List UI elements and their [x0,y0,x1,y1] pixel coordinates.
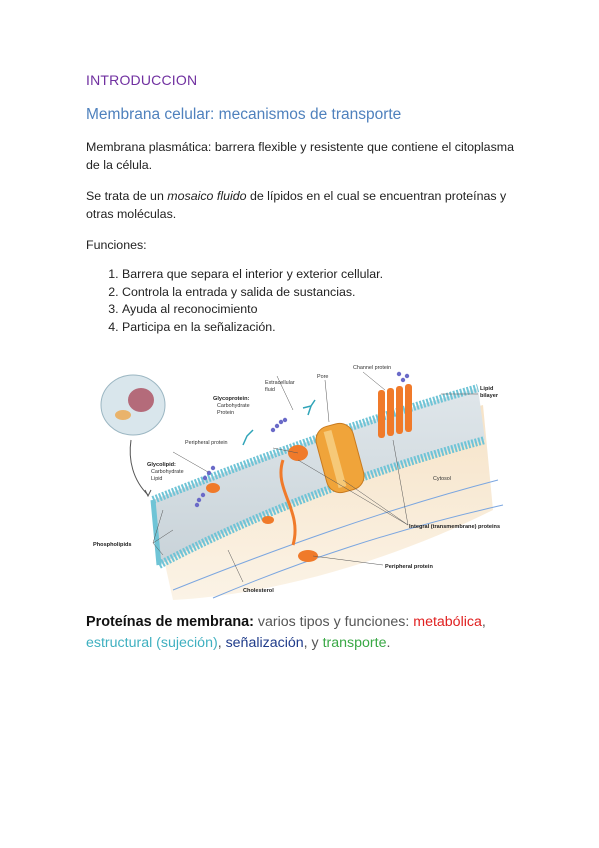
protein-blob [206,483,220,493]
label-glycolipid: Glycolipid: [147,462,176,468]
separator: , [481,614,486,630]
cell-membrane-figure: Extracellular fluid Pore Channel protein… [93,360,513,602]
membrane-proteins-intro: varios tipos y funciones: [253,614,414,630]
label-integral-proteins: Integral (transmembrane) proteins [409,524,500,530]
filament-line [172,479,499,591]
label-pore: Pore [317,374,328,380]
function-metabolic: metabólica [413,614,482,630]
list-item: Controla la entrada y salida de sustanci… [122,284,522,302]
function-transport: transporte [322,635,387,651]
label-lipid-bilayer-2: bilayer [480,393,499,399]
protein-blob [262,516,274,524]
inner-head-layer [157,436,487,569]
list-item: Barrera que separa el interior y exterio… [122,266,522,284]
function-signaling: señalización [225,635,304,651]
label-phospholipids: Phospholipids [93,542,132,548]
membrane-proteins-label: Proteínas de membrana: [86,614,254,630]
functions-label: Funciones: [86,238,147,252]
label-peripheral-protein-bottom: Peripheral protein [385,564,433,570]
label-peripheral-protein-top: Peripheral protein [185,440,228,446]
sentence-end: . [386,635,391,651]
outer-head-layer [151,384,480,504]
nucleus-shape [128,388,154,412]
label-glycoprotein: Glycoprotein: [213,396,249,402]
label-glycoprotein-carb: Carbohydrate [217,403,250,409]
label-cytosol: Cytosol [433,476,451,482]
label-glycolipid-carb: Carbohydrate [151,469,184,475]
document-heading: INTRODUCCION [86,72,198,88]
paragraph-fluid-mosaic-emphasis: mosaico fluido [167,189,247,203]
list-item: Participa en la señalización. [122,319,522,337]
separator: , [217,635,226,651]
separator: , y [303,635,323,651]
label-lipid-bilayer: Lipid [480,386,494,392]
carbohydrate-branches [242,399,316,446]
zoom-arrow-head [144,489,152,498]
paragraph-fluid-mosaic: Se trata de un mosaico fluido de lípidos… [86,187,514,223]
functions-list: Barrera que separa el interior y exterio… [86,266,522,336]
peripheral-protein-bottom [298,550,318,562]
paragraph-fluid-mosaic-before: Se trata de un [86,189,168,203]
label-cholesterol: Cholesterol [243,588,274,594]
carbohydrate-chains [194,371,410,508]
label-glycolipid-lipid: Lipid [151,476,162,482]
cell-membrane-illustration: Extracellular fluid Pore Channel protein… [93,365,504,600]
label-channel-protein: Channel protein [353,365,391,371]
list-item: Ayuda al reconocimiento [122,301,522,319]
function-structural: estructural (sujeción) [86,635,218,651]
paragraph-definition: Membrana plasmática: barrera flexible y … [86,140,514,172]
document-subheading: Membrana celular: mecanismos de transpor… [86,106,402,123]
leader-lines [152,371,478,583]
organelle-shape [115,410,131,420]
label-glycoprotein-protein: Protein [217,410,234,416]
label-extracellular-2: fluid [265,387,275,393]
label-extracellular: Extracellular [265,380,295,386]
membrane-proteins-paragraph: Proteínas de membrana: varios tipos y fu… [86,612,516,654]
zoom-arrow [129,439,149,496]
channel-protein [378,384,412,438]
paragraph-fluid-mosaic-after: de lípidos en el cual se encuentran prot… [86,189,507,221]
pore-channel [323,429,347,489]
filament-line [212,504,504,599]
glycoprotein-chain [279,459,297,546]
